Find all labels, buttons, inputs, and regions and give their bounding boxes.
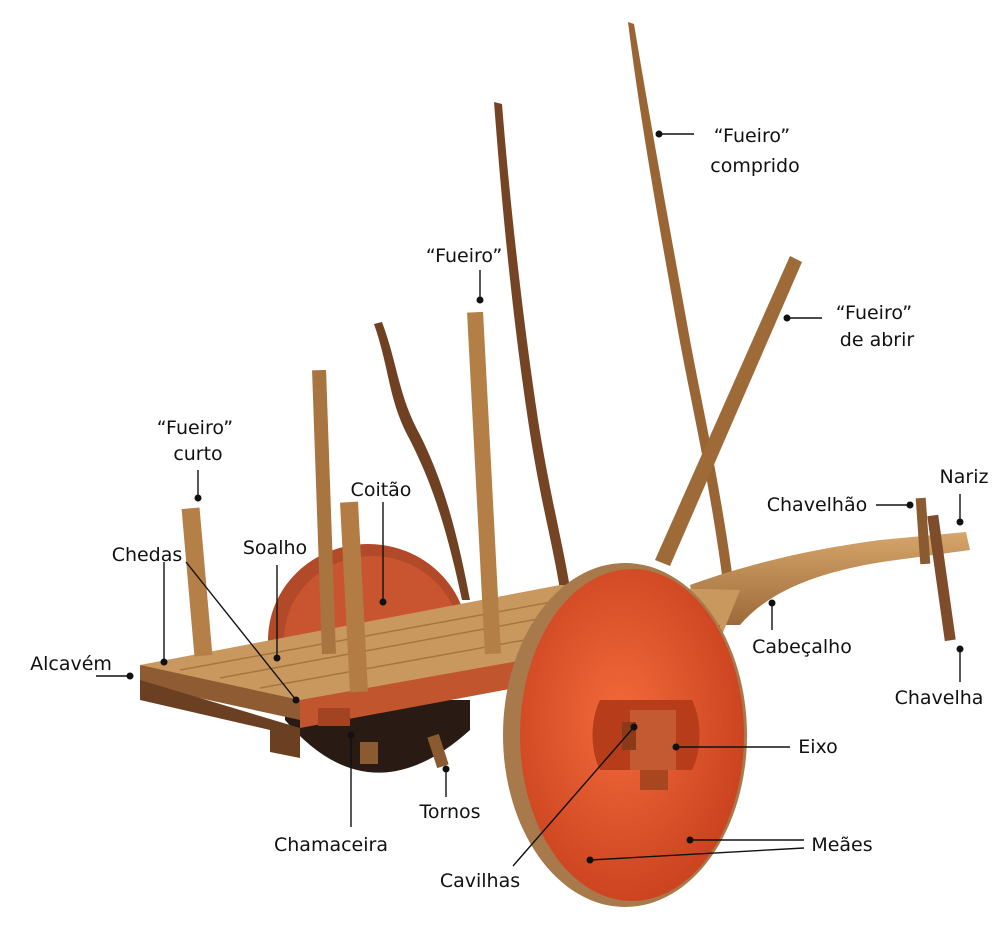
bed-stakes (181, 256, 802, 693)
label-eixo: Eixo (798, 736, 838, 758)
label-fueiro-comprido: “Fueiro” comprido (710, 125, 799, 177)
label-chavelhao: Chavelhão (767, 494, 867, 516)
cart-illustration (140, 22, 970, 907)
label-chedas: Chedas (112, 544, 183, 566)
label-fueiro-de-abrir: “Fueiro” de abrir (836, 302, 918, 351)
label-alcavem: Alcavém (30, 653, 112, 675)
label-fueiro-curto: “Fueiro” curto (157, 417, 239, 465)
labels: “Fueiro” comprido “Fueiro” “Fueiro” de a… (30, 125, 988, 892)
label-cavilhas: Cavilhas (440, 870, 520, 892)
label-soalho: Soalho (243, 537, 307, 559)
leader-lines (96, 130, 964, 867)
label-tornos: Tornos (418, 801, 480, 823)
label-chavelha: Chavelha (895, 687, 984, 709)
label-coitao: Coitão (351, 479, 412, 501)
tongue (690, 497, 970, 642)
label-meaes: Meães (811, 834, 872, 856)
label-nariz: Nariz (940, 466, 989, 488)
front-wheel (503, 563, 747, 907)
label-cabecalho: Cabeçalho (752, 636, 852, 658)
label-chamaceira: Chamaceira (274, 834, 388, 856)
label-fueiro: “Fueiro” (426, 245, 502, 267)
